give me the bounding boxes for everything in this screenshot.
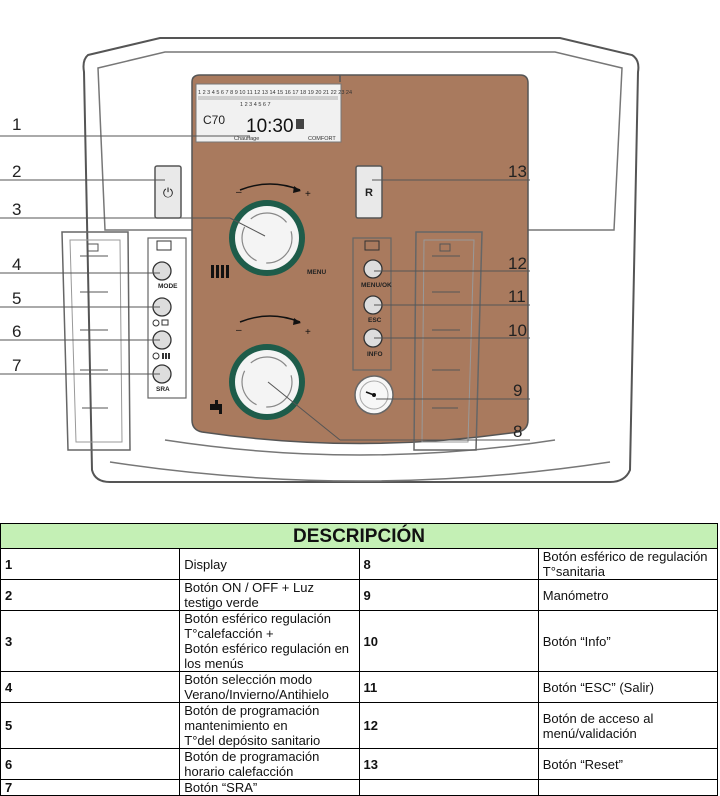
item-description-line1: Botón esférico regulación T°calefacción … bbox=[184, 611, 331, 641]
item-description: Botón esférico de regulación T°sanitaria bbox=[537, 548, 719, 580]
item-description: Botón “SRA” bbox=[179, 779, 360, 796]
item-number: 1 bbox=[0, 548, 181, 580]
table-row: 6 Botón de programación horario calefacc… bbox=[0, 748, 719, 780]
callout-5: 5 bbox=[12, 289, 21, 308]
lcd-hour-scale: 1 2 3 4 5 6 7 8 9 10 11 12 13 14 15 16 1… bbox=[198, 90, 352, 96]
menu-ok-button[interactable] bbox=[363, 259, 383, 279]
item-number: 6 bbox=[0, 748, 181, 780]
item-number: 7 bbox=[0, 779, 181, 796]
description-table: DESCRIPCIÓN 1 Display 8 Botón esférico d… bbox=[0, 523, 719, 796]
lcd-mode-label: Chauffage bbox=[234, 136, 259, 142]
callout-7: 7 bbox=[12, 356, 21, 375]
info-label: INFO bbox=[367, 351, 383, 358]
housing-inner-outline bbox=[97, 51, 623, 231]
lcd-display: 1 2 3 4 5 6 7 8 9 10 11 12 13 14 15 16 1… bbox=[195, 83, 352, 143]
table-row: 7 Botón “SRA” bbox=[0, 779, 719, 796]
callout-2: 2 bbox=[12, 162, 21, 181]
item-description-line2: Verano/Invierno/Antihielo bbox=[184, 687, 329, 702]
item-description: Botón ON / OFF + Luz testigo verde bbox=[179, 579, 360, 611]
clock-radiator-icon bbox=[152, 352, 170, 360]
table-row: 2 Botón ON / OFF + Luz testigo verde 9 M… bbox=[0, 579, 719, 611]
item-description: Botón de acceso al menú/validación bbox=[537, 702, 719, 749]
callout-lines bbox=[0, 135, 530, 441]
power-button[interactable]: ⏻ bbox=[154, 165, 182, 219]
sra-label: SRA bbox=[156, 386, 170, 393]
item-number: 4 bbox=[0, 671, 181, 703]
item-description-line1: Botón selección modo bbox=[184, 672, 313, 687]
description-header: DESCRIPCIÓN bbox=[0, 523, 718, 549]
lcd-time: 10:30 bbox=[246, 116, 294, 137]
mode-label: MODE bbox=[158, 283, 178, 290]
menu-label: MENU bbox=[307, 269, 326, 276]
reset-label: R bbox=[365, 187, 373, 199]
item-number: 10 bbox=[358, 610, 539, 672]
dhw-temperature-knob[interactable]: – + bbox=[229, 315, 311, 420]
item-description: Botón selección modo Verano/Invierno/Ant… bbox=[179, 671, 360, 703]
upper-knob-plus: + bbox=[305, 189, 311, 200]
lcd-comfort-label: COMFORT bbox=[308, 136, 336, 142]
table-row: 3 Botón esférico regulación T°calefacció… bbox=[0, 610, 719, 672]
table-row: 4 Botón selección modo Verano/Invierno/A… bbox=[0, 671, 719, 703]
radiator-icon bbox=[211, 265, 229, 278]
mode-button[interactable] bbox=[152, 261, 172, 281]
right-button-column bbox=[352, 237, 392, 371]
item-description bbox=[537, 779, 719, 796]
item-number: 9 bbox=[358, 579, 539, 611]
power-icon: ⏻ bbox=[163, 185, 173, 200]
item-description: Botón “Reset” bbox=[537, 748, 719, 780]
pressure-gauge bbox=[354, 375, 394, 415]
callout-8: 8 bbox=[513, 422, 522, 441]
item-number: 12 bbox=[358, 702, 539, 749]
item-description: Botón de programación horario calefacció… bbox=[179, 748, 360, 780]
item-description: Botón “Info” bbox=[537, 610, 719, 672]
left-side-panel bbox=[61, 231, 131, 451]
upper-knob-minus: – bbox=[236, 187, 242, 198]
table-row: 5 Botón de programación mantenimiento en… bbox=[0, 702, 719, 749]
callout-3: 3 bbox=[12, 200, 21, 219]
callout-13: 13 bbox=[508, 162, 527, 181]
item-description-line1: Botón de programación mantenimiento en bbox=[184, 703, 320, 733]
item-description: Botón esférico regulación T°calefacción … bbox=[179, 610, 360, 672]
lcd-temperature: C70 bbox=[203, 113, 225, 127]
item-number: 13 bbox=[358, 748, 539, 780]
callout-11: 11 bbox=[508, 287, 526, 306]
menu-ok-label: MENU/OK bbox=[361, 282, 392, 289]
callout-12: 12 bbox=[508, 254, 527, 273]
right-side-panel bbox=[413, 231, 483, 451]
item-description-line2: Botón esférico regulación en los menús bbox=[184, 641, 350, 671]
item-description-line2: T°del depósito sanitario bbox=[184, 733, 321, 748]
left-button-column bbox=[147, 237, 187, 399]
item-number bbox=[358, 779, 539, 796]
esc-label: ESC bbox=[368, 317, 382, 324]
callout-9: 9 bbox=[513, 381, 522, 400]
callout-1: 1 bbox=[12, 115, 21, 134]
item-number: 11 bbox=[358, 671, 539, 703]
table-row: 1 Display 8 Botón esférico de regulación… bbox=[0, 548, 719, 580]
callout-10: 10 bbox=[508, 321, 527, 340]
housing-bottom-curve bbox=[164, 439, 556, 456]
item-number: 5 bbox=[0, 702, 181, 749]
clock-tap-icon bbox=[152, 319, 169, 327]
tap-icon bbox=[210, 400, 222, 414]
boiler-control-panel-diagram: 1 2 3 4 5 6 7 8 9 10 11 12 13 14 15 16 1… bbox=[0, 37, 640, 483]
callout-6: 6 bbox=[12, 322, 21, 341]
item-number: 8 bbox=[358, 548, 539, 580]
reset-button[interactable]: R bbox=[355, 165, 383, 219]
lcd-day-row: 1 2 3 4 5 6 7 bbox=[240, 102, 271, 108]
callout-4: 4 bbox=[12, 255, 21, 274]
item-description: Botón “ESC” (Salir) bbox=[537, 671, 719, 703]
lower-knob-minus: – bbox=[236, 325, 242, 336]
item-description: Display bbox=[179, 548, 360, 580]
item-number: 2 bbox=[0, 579, 181, 611]
item-description: Manómetro bbox=[537, 579, 719, 611]
item-number: 3 bbox=[0, 610, 181, 672]
item-description: Botón de programación mantenimiento en T… bbox=[179, 702, 360, 749]
lower-knob-plus: + bbox=[305, 327, 311, 338]
heating-temperature-knob[interactable]: – + bbox=[229, 183, 311, 276]
housing-lower-curve bbox=[109, 461, 611, 482]
